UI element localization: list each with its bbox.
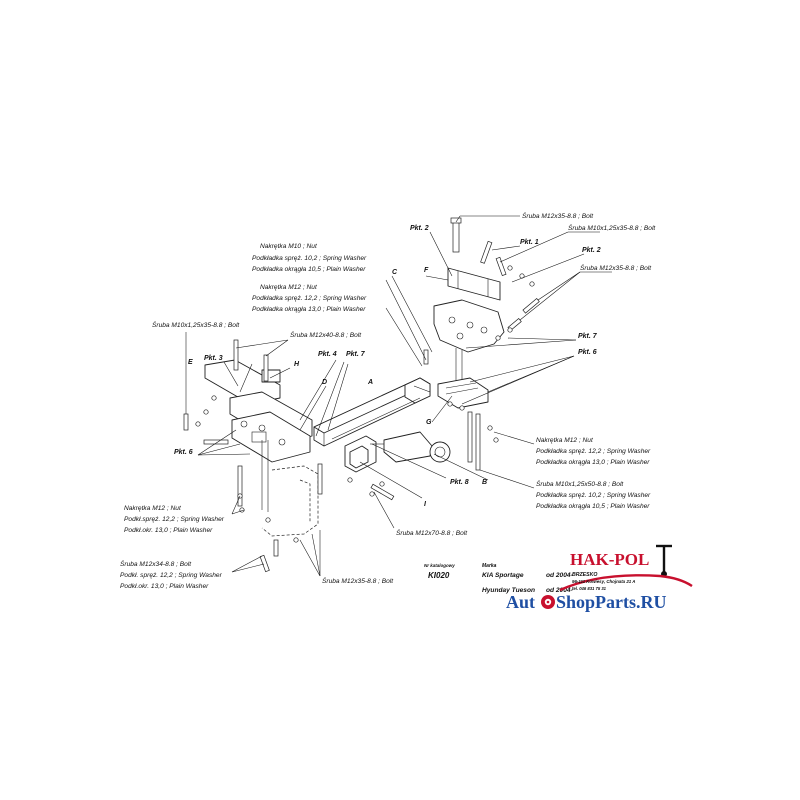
callouts: Pkt. 1 Pkt. 2 Pkt. 2 Pkt. 3 Pkt. 4 Pkt. …: [174, 225, 601, 486]
callout-pkt-7-left: Pkt. 7: [346, 351, 366, 358]
callout-pkt-8: Pkt. 8: [450, 479, 469, 486]
label-plain-13-0-right: Podkładka okrągła 13,0 ; Plain Washer: [536, 459, 650, 466]
parts-drawing: [183, 217, 540, 573]
label-plain-13-0-bottom: Podkł.okr. 13,0 ; Plain Washer: [120, 583, 209, 590]
letter-g: G: [426, 419, 432, 426]
crossbar-a: [313, 377, 431, 447]
table-catalog-header: Nr katalogowy: [424, 563, 455, 568]
watermark: Aut ShopParts.RU: [506, 592, 667, 612]
catalog-table: Nr katalogowy Marka KI020 KIA Sportage o…: [424, 563, 573, 594]
callout-pkt-1: Pkt. 1: [520, 239, 539, 246]
callout-pkt-2-top: Pkt. 2: [410, 225, 429, 232]
letter-i: I: [424, 501, 427, 508]
label-spring-10-2-b: Podkładka spręż. 10,2 ; Spring Washer: [536, 492, 651, 499]
callout-pkt-6-left: Pkt. 6: [174, 449, 193, 456]
letter-f: F: [424, 267, 429, 274]
label-bolt-m12x35-top: Śruba M12x35-8.8 ; Bolt: [522, 211, 594, 220]
right-bracket-lower: [437, 377, 489, 409]
label-plain-10-5: Podkładka okrągła 10,5 ; Plain Washer: [252, 266, 366, 273]
label-nut-m12-left: Nakrętka M12 ; Nut: [124, 505, 182, 512]
label-bolt-m10x125x50: Śruba M10x1,25x50-8.8 ; Bolt: [536, 479, 624, 488]
right-bracket-upper: [433, 267, 505, 390]
label-plain-13-0-left: Podkł.okr. 13,0 ; Plain Washer: [124, 527, 213, 534]
label-bolt-m12x35-bottom: Śruba M12x35-8.8 ; Bolt: [322, 576, 394, 585]
callout-pkt-2-right: Pkt. 2: [582, 247, 601, 254]
table-catalog-number: KI020: [428, 571, 450, 580]
label-spring-12-2-bottom: Podkł. spręż. 12,2 ; Spring Washer: [120, 572, 223, 579]
label-bolt-m12x70: Śruba M12x70-8.8 ; Bolt: [396, 528, 468, 537]
label-nut-m10: Nakrętka M10 ; Nut: [260, 243, 318, 250]
wheel-icon: [541, 595, 555, 609]
label-bolt-m12x34: Śruba M12x34-8.8 ; Bolt: [120, 559, 192, 568]
table-row-2-from: od 2004-: [546, 587, 573, 594]
label-bolt-m12x40: Śruba M12x40-8.8 ; Bolt: [290, 330, 362, 339]
brand-address-2: 96-111 Kowiesy, Chojnata 21 A: [572, 579, 635, 584]
letter-a: A: [367, 379, 373, 386]
car-swoosh-icon: [559, 574, 693, 592]
letter-c: C: [392, 269, 398, 276]
table-row-1-make: KIA Sportage: [482, 572, 524, 579]
label-plain-10-5-b: Podkładka okrągła 10,5 ; Plain Washer: [536, 503, 650, 510]
label-spring-12-2-right: Podkładka spręż. 12,2 ; Spring Washer: [536, 448, 651, 455]
callout-pkt-6-right: Pkt. 6: [578, 349, 597, 356]
table-make-header: Marka: [482, 563, 497, 569]
label-bolt-m12x35-right: Śruba M12x35-8.8 ; Bolt: [580, 263, 652, 272]
watermark-text-b: ShopParts.RU: [556, 592, 667, 612]
brand-address-1: BRZESKO: [572, 572, 597, 578]
label-nut-m12-a: Nakrętka M12 ; Nut: [260, 284, 318, 291]
brand-block: HAK-POL BRZESKO 96-111 Kowiesy, Chojnata…: [506, 544, 693, 612]
callout-pkt-3: Pkt. 3: [204, 355, 223, 362]
towball-icon: [656, 544, 672, 577]
part-labels: Śruba M12x35-8.8 ; Bolt Śruba M10x1,25x3…: [120, 211, 656, 590]
bumper-outline: [261, 465, 319, 537]
label-bolt-m10x125x35-left: Śruba M10x1,25x35-8.8 ; Bolt: [152, 320, 240, 329]
letter-e: E: [188, 359, 193, 366]
brand-logo: HAK-POL: [570, 550, 649, 569]
label-nut-m12-right: Nakrętka M12 ; Nut: [536, 437, 594, 444]
ball-mount: [344, 431, 451, 473]
watermark-text-a: Aut: [506, 592, 535, 612]
label-plain-13-0-a: Podkładka okrągła 13,0 ; Plain Washer: [252, 306, 366, 313]
leader-lines: [185, 215, 612, 577]
washers: [195, 265, 535, 543]
letter-d: D: [322, 379, 327, 386]
callout-pkt-7-right: Pkt. 7: [578, 333, 598, 340]
letter-h: H: [294, 361, 300, 368]
callout-pkt-4: Pkt. 4: [318, 351, 337, 358]
table-row-1-from: od 2004-: [546, 572, 573, 579]
table-row-2-make: Hyunday Tueson: [482, 587, 535, 594]
part-letters: A B C D E F G H I: [188, 267, 487, 508]
letter-b: B: [482, 479, 487, 486]
label-spring-12-2-left: Podkł.spręż. 12,2 ; Spring Washer: [124, 516, 225, 523]
brand-phone: tel. 046 831 75 31: [572, 586, 607, 591]
left-bracket: [204, 359, 313, 512]
label-bolt-m10x125x35-top: Śruba M10x1,25x35-8.8 ; Bolt: [568, 223, 656, 232]
label-spring-12-2-a: Podkładka spręż. 12,2 ; Spring Washer: [252, 295, 367, 302]
label-spring-10-2: Podkładka spręż. 10,2 ; Spring Washer: [252, 255, 367, 262]
